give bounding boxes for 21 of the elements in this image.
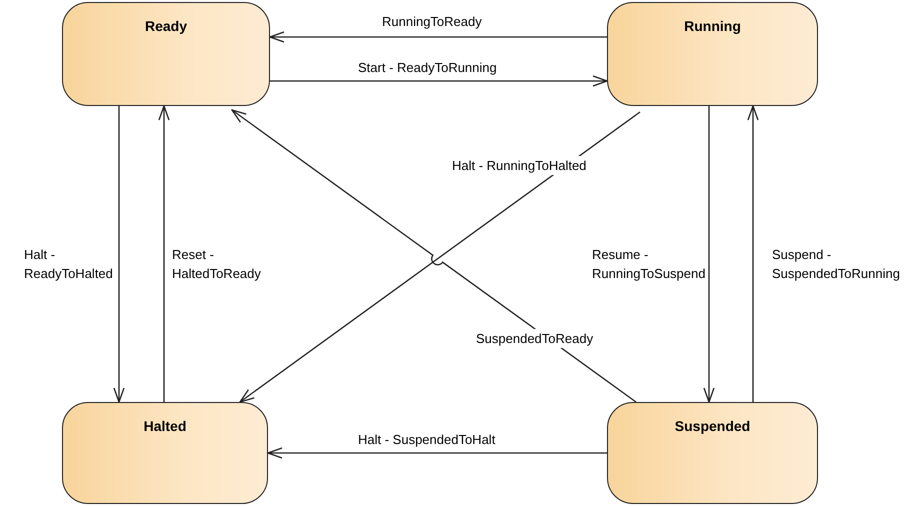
transition-arrow [267,447,607,459]
state-name: Halted [144,418,186,434]
transition-arrow [269,31,607,43]
state-name: Suspended [674,418,750,434]
transition-arrow [270,75,608,87]
transition-arrow [747,105,759,402]
edge-label: Halt - RunningToHalted [450,156,588,175]
state-box [607,402,818,504]
state-name: Ready [144,18,188,34]
edge-label: Suspend - SuspendedToRunning [771,246,901,283]
edge-label: Reset - HaltedToReady [171,246,262,283]
state-box [62,402,268,504]
edge-label: SuspendedToReady [474,329,596,348]
transition-arrow [158,105,170,402]
transition-arrow [113,106,125,403]
transition-arrow [703,106,715,403]
edge-label: Resume - RunningToSuspend [591,246,706,283]
state-box [62,2,270,106]
state-name: Running [684,18,741,34]
edge-label: Halt - ReadyToHalted [23,246,114,283]
state-box [607,2,818,106]
